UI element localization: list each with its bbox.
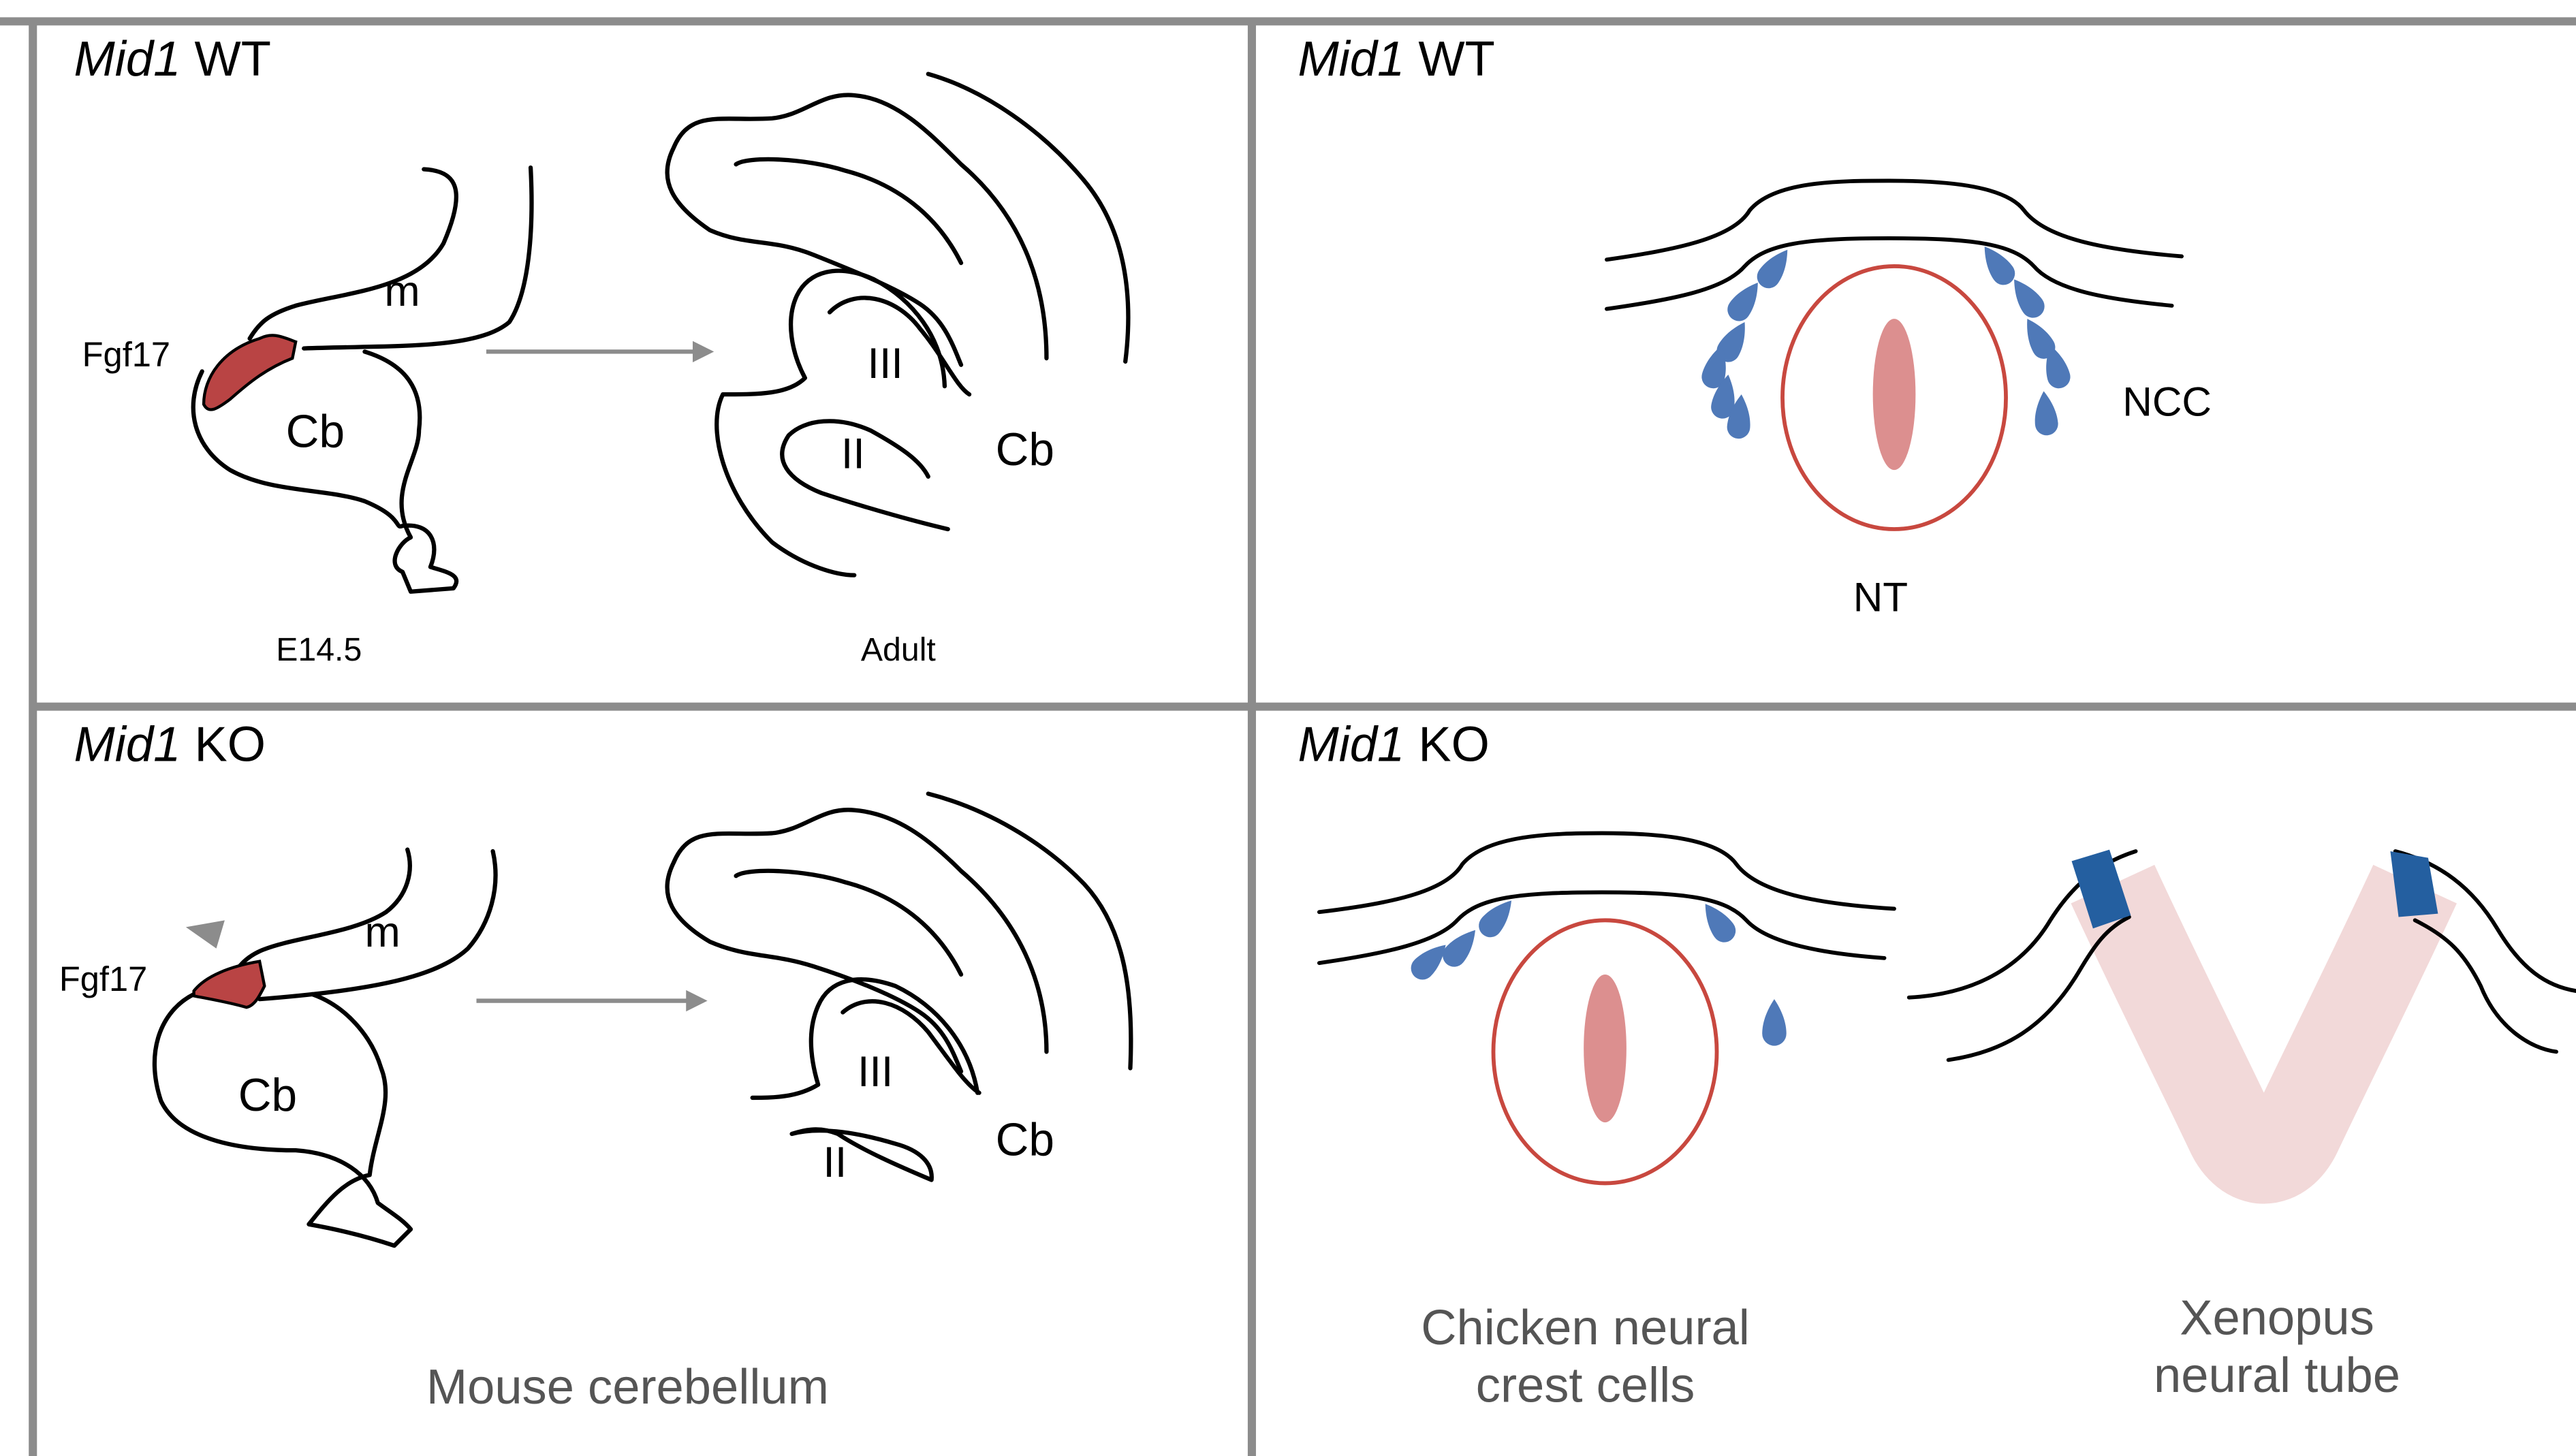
wt-cb-embryo-label: Cb (286, 406, 345, 457)
nt-label: NT (1853, 574, 1908, 620)
xenopus-neural-tube-drawing (1906, 849, 2576, 1204)
caption-mouse-cerebellum: Mouse cerebellum (426, 1359, 829, 1414)
stage-label-adult: Adult (861, 631, 937, 668)
ko-adult-cerebellum-drawing (665, 791, 1133, 1182)
wt-adult-cerebellum-drawing (665, 72, 1131, 577)
wt-neural-tube-lumen (1872, 319, 1916, 471)
wt-m-label: m (384, 268, 420, 315)
ncc-label: NCC (2122, 378, 2212, 424)
ko-lobule-iii-label: III (858, 1048, 893, 1096)
ko-chicken-ectoderm-drawing (1317, 831, 1896, 965)
wt-cb-adult-label: Cb (996, 424, 1054, 475)
ko-arrowhead-marker (185, 920, 225, 949)
ko-fgf17-domain (192, 960, 266, 1009)
wt-lobule-iii-label: III (868, 340, 903, 387)
panel-title-bottom-right: Mid1 KO (1298, 716, 1489, 772)
ko-fgf17-label: Fgf17 (59, 960, 148, 998)
wt-fgf17-label: Fgf17 (82, 335, 171, 374)
wt-neural-tube (1780, 264, 2008, 531)
panel-frame (0, 17, 2576, 1456)
ko-embryo-cerebellum-drawing (152, 847, 498, 1248)
caption-xenopus-line1: Xenopus (2180, 1290, 2374, 1345)
caption-chicken-line2: crest cells (1476, 1357, 1695, 1412)
panel-title-top-left: Mid1 WT (74, 31, 271, 86)
ko-lobule-ii-label: II (823, 1139, 847, 1186)
xenopus-border-left (2071, 849, 2131, 929)
caption-chicken-line1: Chicken neural (1421, 1300, 1750, 1355)
ko-cb-embryo-label: Cb (238, 1070, 297, 1121)
wt-embryo-cerebellum-drawing (191, 165, 534, 594)
ko-cb-adult-label: Cb (996, 1114, 1054, 1165)
wt-ectoderm-drawing (1605, 178, 2184, 311)
wt-lobule-ii-label: II (841, 430, 865, 478)
ko-chicken-neural-tube (1491, 918, 1719, 1186)
xenopus-border-right (2390, 851, 2438, 917)
xenopus-neural-plate (2071, 864, 2457, 1204)
wt-fgf17-domain (202, 334, 298, 411)
ko-chicken-neural-tube-lumen (1584, 974, 1627, 1123)
caption-xenopus-line2: neural tube (2154, 1348, 2400, 1403)
panel-title-top-right: Mid1 WT (1298, 31, 1494, 86)
ko-m-label: m (364, 908, 400, 956)
panel-title-bottom-left: Mid1 KO (74, 716, 266, 772)
stage-label-embryo: E14.5 (276, 631, 362, 668)
